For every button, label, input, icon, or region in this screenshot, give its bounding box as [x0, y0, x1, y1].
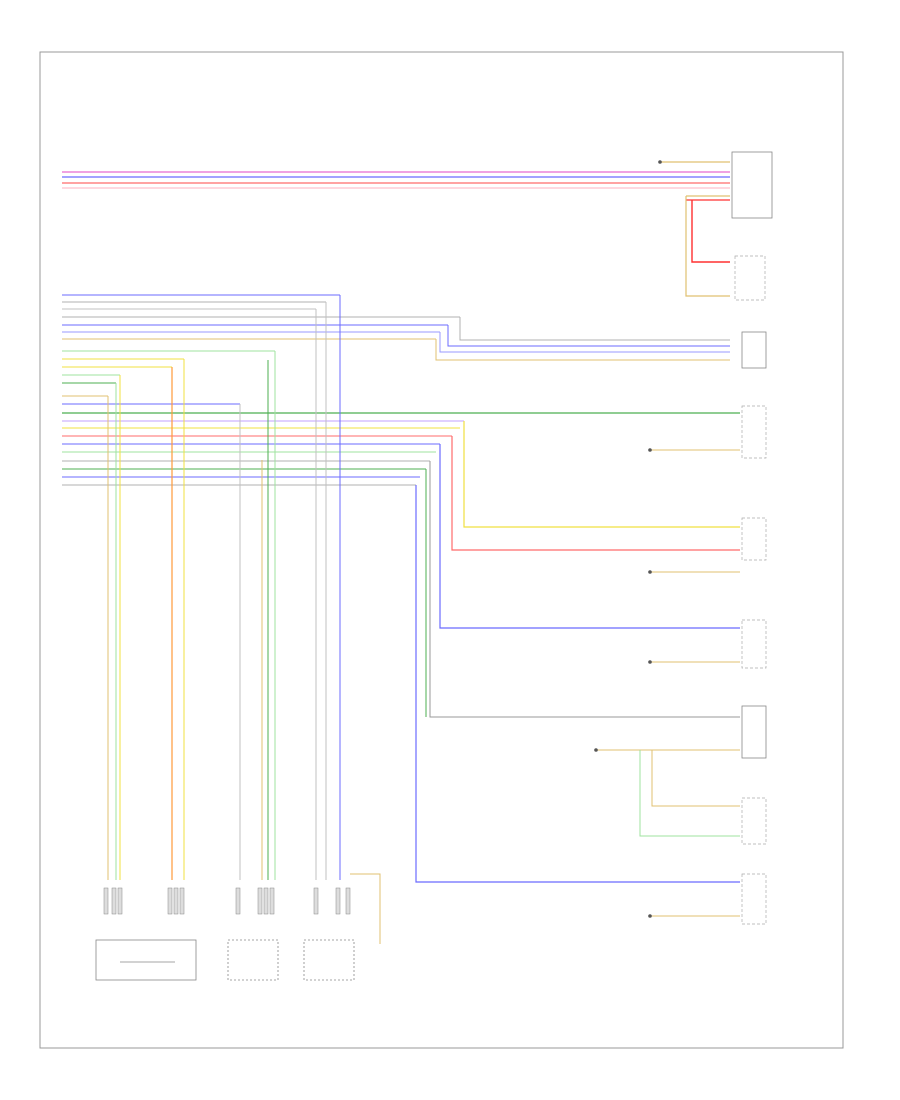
diagram-frame: [39, 51, 844, 1049]
blower-motor: [685, 196, 766, 301]
top-harness: [62, 171, 730, 189]
left-flap-motor: [741, 619, 767, 669]
evap-sensor: [227, 939, 279, 981]
right-routing: [415, 317, 740, 918]
dashboard-sensor: [95, 939, 197, 981]
blower-control-unit: [658, 151, 773, 219]
solar-sensor: [741, 797, 767, 845]
bottom-connectors: [103, 887, 351, 915]
right-flap-motor: [741, 705, 767, 759]
pressure-switch: [303, 939, 355, 981]
recirc-flap-motor: [741, 331, 767, 369]
main-harness: [62, 294, 740, 880]
temp-sensor: [741, 405, 767, 459]
ground-bottom: [350, 873, 381, 944]
pressure-sensor: [741, 873, 767, 925]
footwell-flap: [741, 517, 767, 561]
